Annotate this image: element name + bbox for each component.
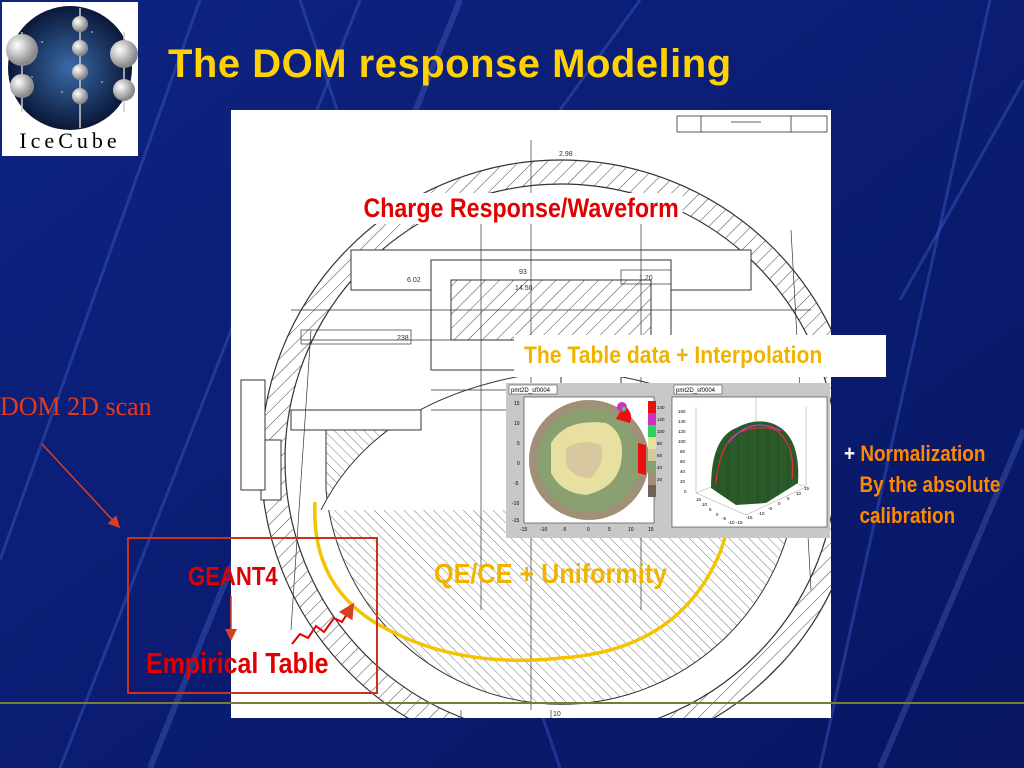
colorbar: [648, 401, 656, 497]
right-ytick: 15: [804, 486, 810, 491]
colorbar-tick: 100: [657, 429, 665, 434]
normalization-note: + Normalization By the absolute calibrat…: [844, 438, 1000, 531]
slide-title: The DOM response Modeling: [168, 42, 732, 86]
right-ztick: 140: [678, 419, 686, 424]
dim-label-1450: 14.50: [515, 285, 533, 292]
logo-text: IceCube: [19, 128, 121, 153]
colorbar-tick: 20: [657, 477, 663, 482]
qe-ce-contour: [313, 501, 731, 663]
left-xtick: -10: [540, 527, 547, 533]
right-ztick: 40: [680, 469, 686, 474]
normalization-plus: +: [844, 441, 856, 466]
right-ztick: 80: [680, 449, 686, 454]
dom-2d-scan-label: DOM 2D scan: [0, 392, 152, 421]
left-ytick: 10: [514, 421, 520, 427]
left-xtick: -15: [520, 527, 527, 533]
colorbar-tick: 40: [657, 465, 663, 470]
left-ytick: -5: [514, 481, 519, 487]
dim-label-298: 2.98: [559, 151, 573, 158]
left-ytick: -10: [512, 501, 519, 507]
right-ytick: 10: [796, 491, 802, 496]
icecube-logo: IceCube: [2, 2, 138, 156]
right-xtick: 0: [716, 512, 719, 517]
right-xtick: -10: [728, 520, 735, 525]
right-ztick: 120: [678, 429, 686, 434]
dim-label-238: 238: [397, 335, 409, 342]
right-ztick: 60: [680, 459, 686, 464]
right-ztick: 20: [680, 479, 686, 484]
left-ytick: 0: [517, 461, 520, 467]
normalization-line: Normalization: [860, 441, 986, 466]
dim-label-10: 10: [553, 711, 561, 718]
plots-graphic: pmt2D_sf0004 15 10 5 0 -5 -10 -15 -15 -1…: [506, 383, 830, 538]
left-plot-title: pmt2D_sf0004: [511, 388, 551, 394]
dim-label-120: 1.20: [639, 275, 653, 282]
dim-label-93: 93: [519, 269, 527, 276]
left-ytick: 5: [517, 441, 520, 447]
right-ztick: 160: [678, 409, 686, 414]
empirical-table-label: Empirical Table: [146, 648, 329, 680]
colorbar-tick: 140: [657, 405, 665, 410]
geant4-box: [127, 537, 378, 694]
icecube-logo-graphic: [6, 6, 138, 130]
table-interpolation-label: The Table data + Interpolation: [524, 342, 823, 369]
left-xtick: 0: [587, 527, 590, 533]
by-absolute-line: By the absolute: [859, 472, 1001, 497]
right-xtick: 10: [702, 502, 708, 507]
left-xtick: 5: [608, 527, 611, 533]
footer-divider: [0, 702, 1024, 704]
left-xtick: 15: [648, 527, 654, 533]
right-ztick: 100: [678, 439, 686, 444]
right-ytick: 0: [778, 501, 781, 506]
left-xtick: 10: [628, 527, 634, 533]
geant4-label: GEANT4: [188, 561, 278, 591]
right-xtick: -5: [722, 516, 726, 521]
right-xtick: -15: [736, 520, 743, 525]
left-ytick: -15: [512, 518, 519, 524]
right-ztick: 0: [684, 489, 687, 494]
left-ytick: 15: [514, 401, 520, 407]
table-interpolation-box: [514, 335, 886, 377]
charge-response-label: Charge Response/Waveform: [360, 193, 683, 224]
right-xtick: 5: [709, 507, 712, 512]
right-ytick: -10: [758, 511, 765, 516]
calibration-line: calibration: [859, 503, 956, 528]
dim-label-602: 6.02: [407, 277, 421, 284]
colorbar-tick: 80: [657, 441, 663, 446]
colorbar-tick: 120: [657, 417, 665, 422]
qe-ce-uniformity-label: QE/CE + Uniformity: [434, 558, 668, 589]
right-ytick: -15: [746, 515, 753, 520]
left-xtick: -5: [562, 527, 567, 533]
pmt-2d-scan-plots: pmt2D_sf0004 15 10 5 0 -5 -10 -15 -15 -1…: [506, 383, 830, 538]
right-ytick: 5: [787, 496, 790, 501]
right-plot-title: pmt2D_sf0004: [676, 388, 716, 394]
right-ytick: -5: [768, 506, 772, 511]
colorbar-tick: 60: [657, 453, 663, 458]
right-xtick: 15: [696, 497, 702, 502]
